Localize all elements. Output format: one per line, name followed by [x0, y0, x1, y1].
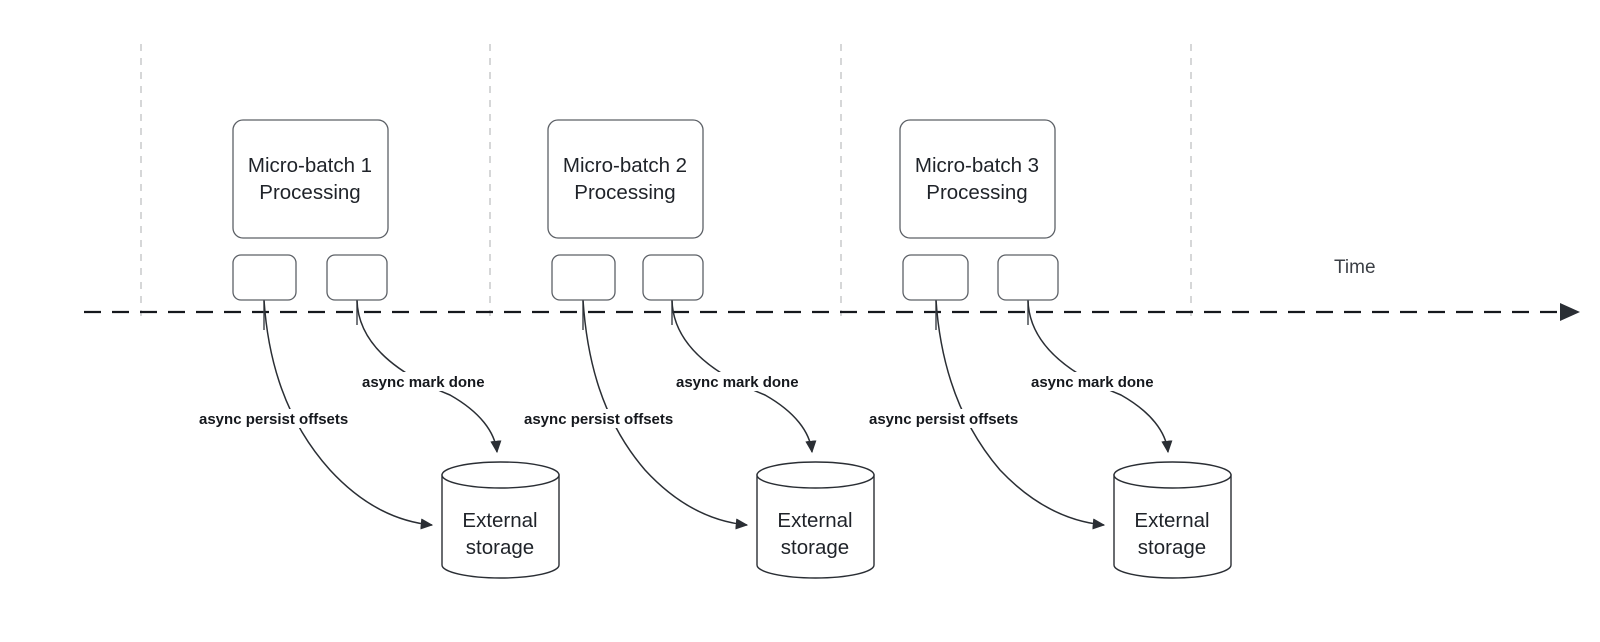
g2-external-storage[interactable]: External storage — [756, 461, 875, 579]
g2-cylinder-body — [756, 474, 875, 579]
g3-microbatch-label-line2: Processing — [926, 181, 1027, 204]
g2-edge-mark-label-bg — [672, 372, 816, 391]
g3-storage-label-line2: storage — [1138, 536, 1206, 559]
g2-edge-mark-label: async mark done — [676, 374, 799, 391]
group-2: Micro-batch 2 Processing External storag… — [520, 119, 875, 579]
g1-microbatch-box[interactable] — [232, 119, 389, 239]
g3-edge-persist-label-bg — [865, 409, 1045, 428]
time-axis — [84, 303, 1580, 321]
g1-cylinder-body — [441, 474, 560, 579]
g2-cylinder-top — [756, 461, 875, 489]
g1-edge-mark-label: async mark done — [362, 374, 485, 391]
g3-edge-mark-label: async mark done — [1031, 374, 1154, 391]
g3-task-persist-box[interactable] — [902, 254, 969, 301]
divider-group — [140, 44, 1192, 316]
g2-edge-persist-label: async persist offsets — [524, 411, 673, 428]
g1-task-mark-box[interactable] — [326, 254, 388, 301]
g1-storage-label-line2: storage — [466, 536, 534, 559]
g2-task-mark-box[interactable] — [642, 254, 704, 301]
g3-external-storage[interactable]: External storage — [1113, 461, 1232, 579]
group-3: Micro-batch 3 Processing External storag… — [865, 119, 1232, 579]
g3-task-mark-box[interactable] — [997, 254, 1059, 301]
g2-task-persist-box[interactable] — [551, 254, 616, 301]
g2-microbatch-box[interactable] — [547, 119, 704, 239]
g1-storage-label-line1: External — [462, 509, 537, 532]
g2-microbatch-label-line2: Processing — [574, 181, 675, 204]
g1-task-persist-box[interactable] — [232, 254, 297, 301]
g1-edge-persist-label-bg — [195, 409, 375, 428]
g2-edge-persist-curve — [582, 299, 749, 530]
g1-edge-persist-curve — [263, 299, 434, 530]
g1-edge-mark-label-bg — [358, 372, 502, 391]
g1-microbatch-label-line2: Processing — [259, 181, 360, 204]
g1-microbatch-label-line1: Micro-batch 1 — [248, 154, 372, 177]
g1-cylinder-top — [441, 461, 560, 489]
time-axis-arrowhead — [1560, 303, 1580, 321]
g3-microbatch-label-line1: Micro-batch 3 — [915, 154, 1039, 177]
group-1: Micro-batch 1 Processing External storag… — [195, 119, 560, 579]
g3-microbatch-box[interactable] — [899, 119, 1056, 239]
g2-storage-label-line2: storage — [781, 536, 849, 559]
g3-edge-persist-curve — [935, 299, 1106, 530]
g3-edge-mark-label-bg — [1027, 372, 1171, 391]
g2-storage-label-line1: External — [777, 509, 852, 532]
g3-cylinder-body — [1113, 474, 1232, 579]
g2-microbatch-label-line1: Micro-batch 2 — [563, 154, 687, 177]
g1-edge-persist-label: async persist offsets — [199, 411, 348, 428]
g3-edge-persist-label: async persist offsets — [869, 411, 1018, 428]
g1-external-storage[interactable]: External storage — [441, 461, 560, 579]
time-axis-label: Time — [1334, 257, 1376, 278]
g2-edge-persist-label-bg — [520, 409, 700, 428]
g3-cylinder-top — [1113, 461, 1232, 489]
g3-storage-label-line1: External — [1134, 509, 1209, 532]
